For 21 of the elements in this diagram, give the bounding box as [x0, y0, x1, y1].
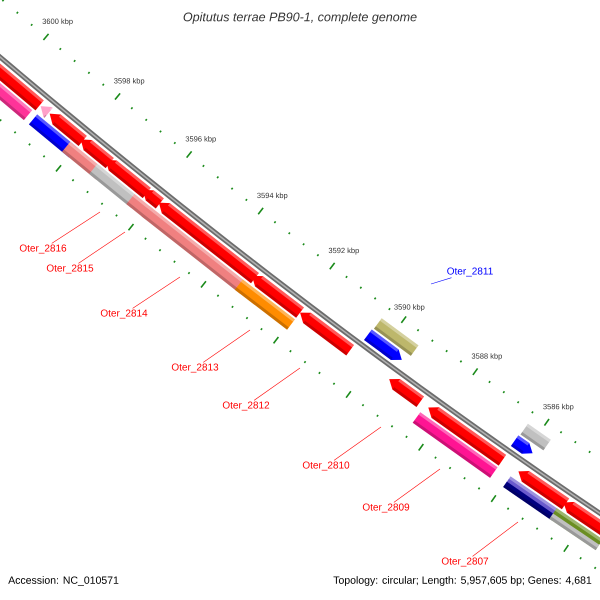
leader-line: [51, 212, 100, 244]
leader-line: [202, 330, 250, 363]
leader-line: [394, 468, 440, 503]
gene-label: Oter_2812: [222, 402, 270, 410]
leader-line: [430, 277, 452, 284]
gene-label: Oter_2809: [362, 504, 410, 512]
gene-label: Oter_2810: [302, 462, 350, 470]
gene-label: Oter_2811: [447, 268, 493, 276]
gene-label: Oter_2816: [20, 244, 66, 254]
leader-line: [334, 426, 382, 461]
accession-text: Accession: NC_010571: [8, 576, 118, 586]
genome-info-text: Topology: circular; Length: 5,957,605 bp; Genes: 4,681: [333, 576, 592, 586]
gene-label: Oter_2815: [46, 264, 94, 274]
gene-label: Oter_2807: [442, 558, 488, 566]
title: Opitutus terrae PB90-1, complete genome: [184, 12, 417, 24]
leader-line: [254, 368, 300, 401]
gene-label: Oter_2814: [100, 310, 148, 318]
leader-line: [132, 276, 180, 309]
leader-line: [78, 232, 126, 264]
gene-label: Oter_2813: [172, 364, 218, 372]
leader-line: [472, 522, 518, 557]
